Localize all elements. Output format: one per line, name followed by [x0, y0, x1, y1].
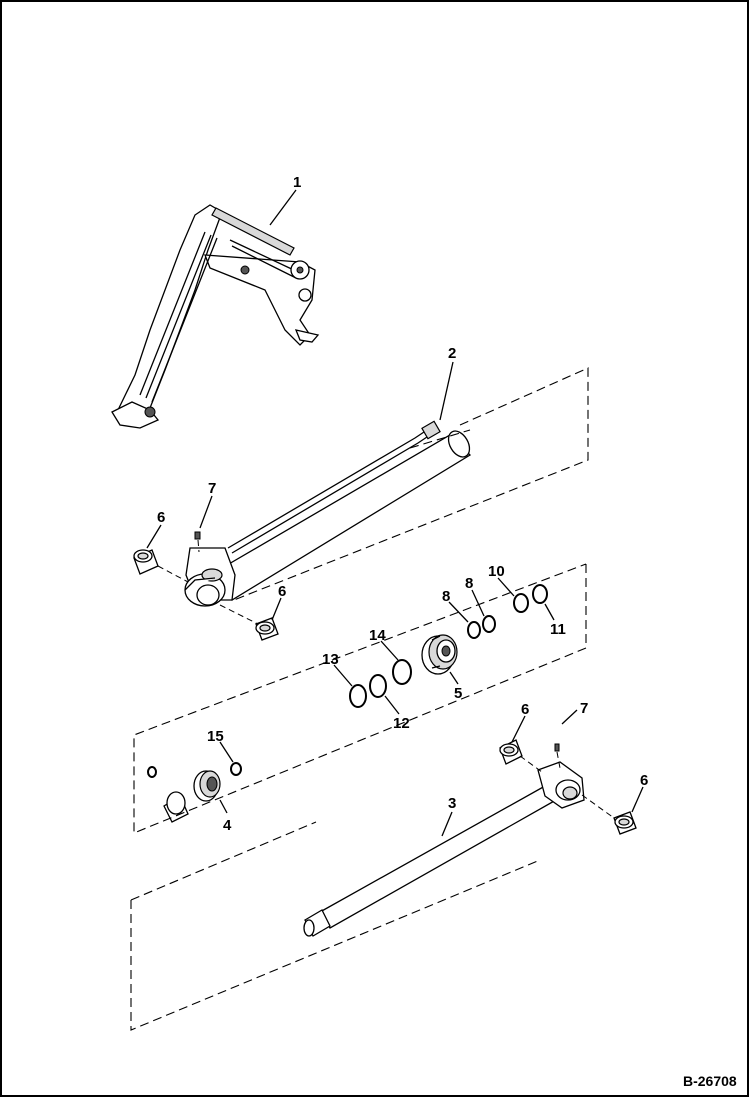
callout-8-left: 8: [442, 588, 450, 605]
callout-8-right: 8: [465, 575, 473, 592]
figure-number: B-26708: [683, 1073, 737, 1089]
callout-14: 14: [369, 627, 386, 644]
grease-fitting-lower: [554, 743, 560, 752]
callout-5: 5: [454, 685, 462, 702]
o-ring-12: [369, 674, 387, 698]
callout-labels: 1 2 3 4 5 6 6 6 6 7 7 8 8 10 11 12 13 14…: [157, 174, 648, 834]
callout-13: 13: [322, 651, 339, 668]
boom-arm-assembly: [111, 204, 320, 429]
o-ring-15: [230, 762, 242, 776]
wiper-small: [147, 766, 157, 778]
callout-1: 1: [293, 174, 301, 191]
bushing-lower-right: [613, 811, 637, 835]
o-ring-13: [349, 684, 367, 708]
callout-7-upper: 7: [208, 480, 216, 497]
callout-6-lower-left: 6: [521, 701, 529, 718]
cylinder-rod: [303, 761, 585, 937]
callout-11: 11: [550, 621, 566, 638]
gland-wear-ring: [163, 791, 189, 823]
callout-4: 4: [223, 817, 232, 834]
assembly-dash-lines: [130, 367, 615, 1031]
bushing-upper-left: [133, 549, 159, 575]
callout-6-upper-left: 6: [157, 509, 165, 526]
gland-head: [193, 770, 221, 802]
cylinder-barrel: [184, 420, 472, 607]
leader-lines: [146, 189, 644, 837]
callout-10: 10: [488, 563, 505, 580]
seal-ring-11: [532, 584, 548, 604]
bushing-upper-right: [255, 617, 279, 641]
callout-6-lower-right: 6: [640, 772, 648, 789]
callout-3: 3: [448, 795, 456, 812]
seal-ring-10: [513, 593, 529, 613]
seal-ring-8-left: [467, 621, 481, 639]
callout-15: 15: [207, 728, 224, 745]
seal-ring-8-right: [482, 615, 496, 633]
callout-7-lower: 7: [580, 700, 588, 717]
bushing-lower-left: [499, 739, 523, 765]
callout-6-upper-right: 6: [278, 583, 286, 600]
piston: [421, 634, 458, 675]
callout-12: 12: [393, 715, 410, 732]
o-ring-14: [392, 659, 412, 685]
callout-2: 2: [448, 345, 456, 362]
grease-fitting-upper: [194, 531, 201, 540]
